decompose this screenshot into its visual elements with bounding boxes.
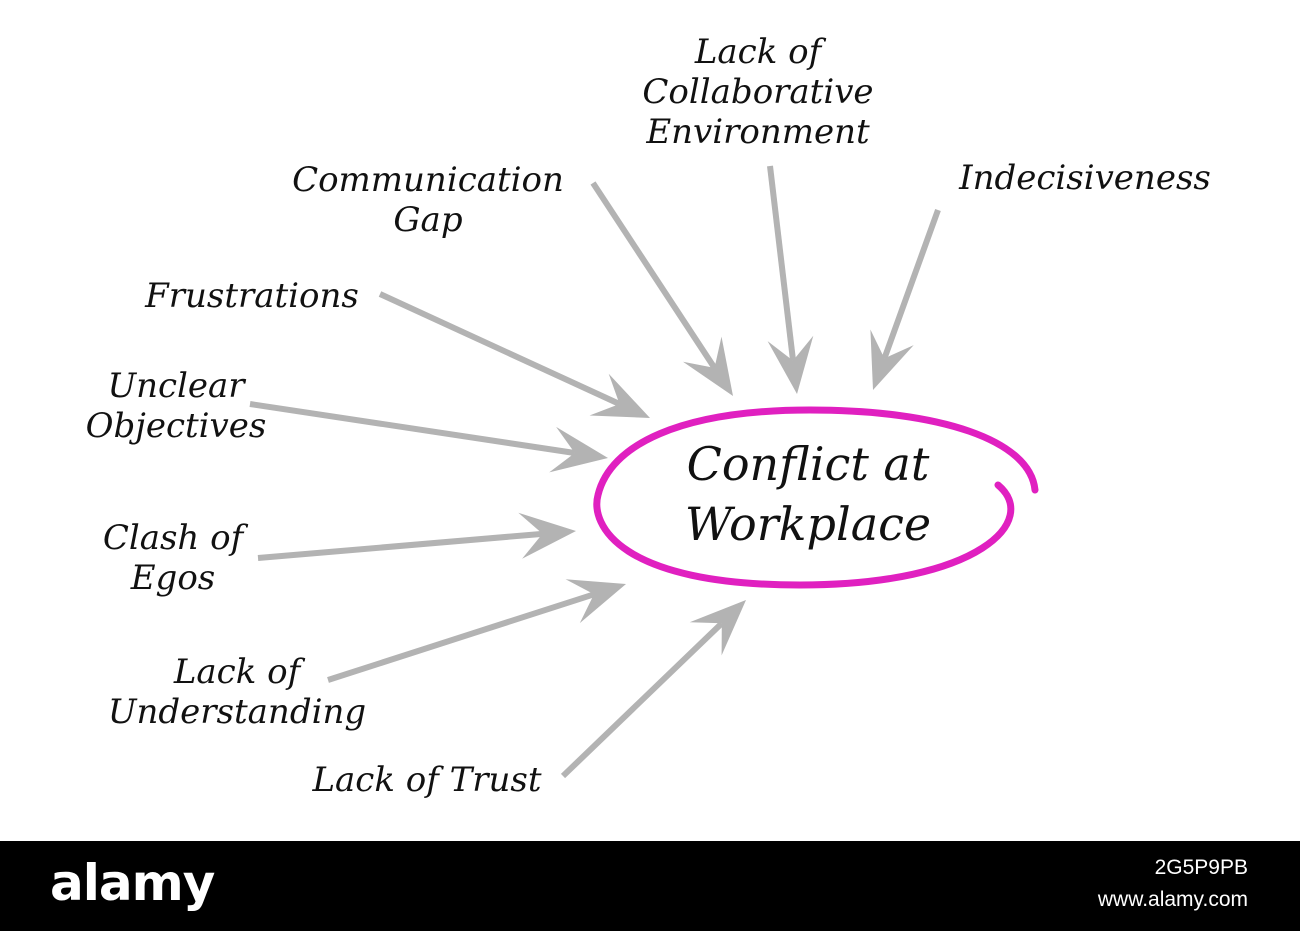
arrow-shaft xyxy=(767,165,797,361)
image-id-label: 2G5P9PB xyxy=(1154,856,1248,879)
arrow-frustrations xyxy=(378,291,650,418)
cause-label-clash-of-egos: Clash of Egos xyxy=(88,518,258,598)
arrow-head xyxy=(589,373,650,418)
cause-line: Lack of xyxy=(694,32,822,72)
center-ellipse xyxy=(593,406,1039,589)
diagram-graphics xyxy=(249,165,1039,779)
arrow-shaft xyxy=(378,291,621,407)
arrow-lack-of-understanding xyxy=(327,579,626,683)
arrow-head xyxy=(518,512,576,559)
arrow-head xyxy=(689,600,746,656)
cause-line: Environment xyxy=(646,112,870,152)
cause-line: Egos xyxy=(130,558,216,598)
arrow-shaft xyxy=(881,208,941,360)
arrow-head xyxy=(767,335,814,394)
center-label: Conflict at Workplace xyxy=(628,434,988,554)
cause-label-indecisiveness: Indecisiveness xyxy=(940,158,1230,198)
arrow-shaft xyxy=(560,621,724,779)
cause-line: Gap xyxy=(393,200,463,240)
cause-label-frustrations: Frustrations xyxy=(128,276,376,316)
cause-line: Communication xyxy=(292,160,564,200)
cause-line: Indecisiveness xyxy=(959,158,1211,198)
arrow-shaft xyxy=(590,181,718,370)
cause-label-communication-gap: Communication Gap xyxy=(278,160,578,240)
arrow-communication-gap xyxy=(590,181,733,396)
center-line: Workplace xyxy=(684,497,932,551)
arrow-head xyxy=(565,579,626,624)
cause-line: Clash of xyxy=(102,518,244,558)
diagram-canvas: Lack of Collaborative Environment Indeci… xyxy=(76,32,1230,800)
footer-bar: alamy 2G5P9PB www.alamy.com xyxy=(0,841,1300,931)
arrow-head xyxy=(549,426,608,473)
arrows-group xyxy=(249,165,941,779)
cause-label-lack-of-understanding: Lack of Understanding xyxy=(96,652,378,732)
arrow-shaft xyxy=(257,530,543,561)
arrow-shaft xyxy=(249,401,576,456)
arrow-head xyxy=(683,336,733,396)
arrow-head xyxy=(870,329,914,390)
stock-url-label: www.alamy.com xyxy=(1097,888,1248,911)
cause-line: Objectives xyxy=(85,406,267,446)
cause-line: Lack of xyxy=(173,652,301,692)
cause-label-unclear-objectives: Unclear Objectives xyxy=(76,366,276,446)
center-line: Conflict at xyxy=(686,437,930,491)
arrow-clash-of-egos xyxy=(257,512,576,561)
arrow-lack-of-collaborative-environment xyxy=(767,165,814,394)
cause-line: Unclear xyxy=(107,366,245,406)
cause-line: Collaborative xyxy=(642,72,874,112)
arrow-indecisiveness xyxy=(870,208,941,390)
arrow-shaft xyxy=(327,591,595,683)
cause-label-lack-of-trust: Lack of Trust xyxy=(292,760,562,800)
arrow-lack-of-trust xyxy=(560,600,746,779)
cause-line: Lack of Trust xyxy=(312,760,542,800)
brand-logo: alamy xyxy=(50,854,215,912)
arrow-unclear-objectives xyxy=(249,401,608,473)
cause-line: Understanding xyxy=(107,692,367,732)
cause-label-lack-of-collaborative-environment: Lack of Collaborative Environment xyxy=(628,32,888,152)
cause-line: Frustrations xyxy=(145,276,359,316)
